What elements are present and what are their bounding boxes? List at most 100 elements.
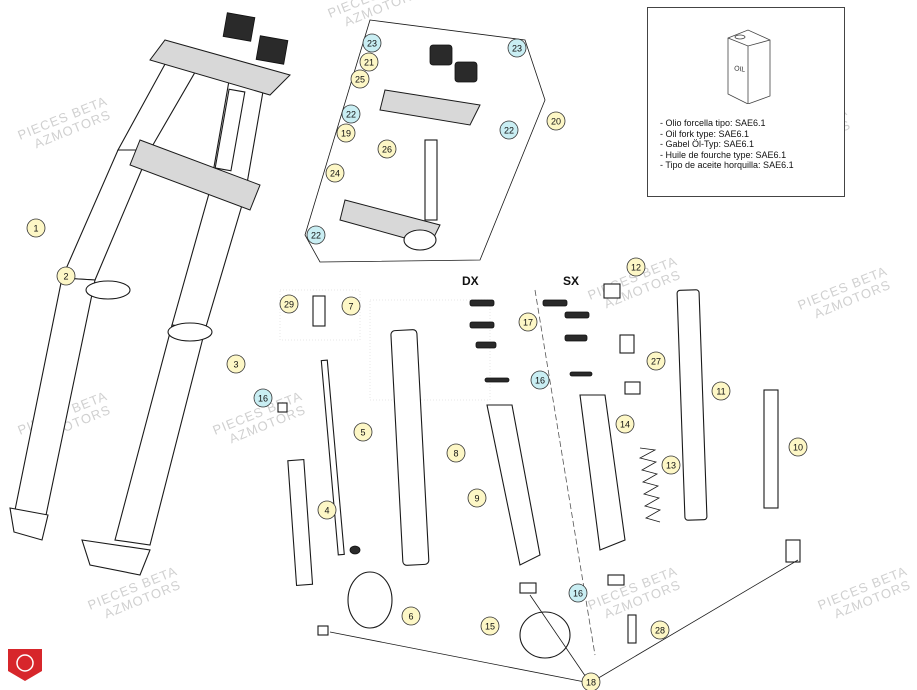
callout-10: 10 [788,437,808,457]
oil-can-icon [727,29,771,104]
callout-24: 24 [325,163,345,183]
callout-circle [306,225,326,245]
background-dotted-logo [279,289,491,401]
callout-9: 9 [467,488,487,508]
callout-circle [359,52,379,72]
callout-circle [350,69,370,89]
callout-circle [341,104,361,124]
callout-29: 29 [279,294,299,314]
callout-circle [226,354,246,374]
callout-16: 16 [530,370,550,390]
azmotors-logo [8,649,42,681]
callout-circle [353,422,373,442]
callout-17: 17 [518,312,538,332]
callout-23: 23 [362,33,382,53]
callout-21: 21 [359,52,379,72]
oil-spec-line: - Tipo de aceite horquilla: SAE6.1 [660,160,794,170]
callout-circle [377,139,397,159]
oil-can-label: OIL [733,65,746,74]
callout-circle [499,120,519,140]
callout-circle [626,257,646,277]
callout-number: 12 [631,263,641,273]
callout-28: 28 [650,620,670,640]
callout-number: 18 [586,678,596,688]
callout-12: 12 [626,257,646,277]
callout-14: 14 [615,414,635,434]
callout-number: 19 [341,129,351,139]
callout-20: 20 [546,111,566,131]
callout-number: 15 [485,622,495,632]
callout-circle [711,381,731,401]
callout-22: 22 [499,120,519,140]
callout-number: 14 [620,420,630,430]
callout-22: 22 [306,225,326,245]
callout-number: 16 [573,589,583,599]
callout-circle [530,370,550,390]
callout-27: 27 [646,351,666,371]
oil-spec-line: - Oil fork type: SAE6.1 [660,128,750,139]
callout-circle [446,443,466,463]
callout-18: 18 [581,672,601,690]
callout-8: 8 [446,443,466,463]
callout-6: 6 [401,606,421,626]
callout-number: 11 [716,387,725,397]
callout-number: 23 [512,44,522,54]
callout-number: 8 [453,449,458,459]
callout-number: 22 [504,126,514,136]
callout-16: 16 [253,388,273,408]
callout-7: 7 [341,296,361,316]
callout-circle [518,312,538,332]
callout-16: 16 [568,583,588,603]
callout-1: 1 [26,218,46,238]
callout-number: 28 [655,626,665,636]
callout-circle [26,218,46,238]
oil-spec-line: - Huile de fourche type: SAE6.1 [660,149,787,160]
callout-3: 3 [226,354,246,374]
callout-circle [325,163,345,183]
callout-number: 23 [367,39,377,49]
callout-4: 4 [317,500,337,520]
callout-number: 5 [360,428,365,438]
callout-circle [581,672,601,690]
callout-number: 16 [535,376,545,386]
callout-number: 6 [408,612,413,622]
callout-circle [279,294,299,314]
callout-23: 23 [507,38,527,58]
callout-number: 21 [364,58,374,68]
oil-specification-box: OIL - Olio forcella tipo: SAE6.1- Oil fo… [647,7,845,197]
callout-circle [646,351,666,371]
callout-15: 15 [480,616,500,636]
callout-number: 26 [382,145,392,155]
callout-13: 13 [661,455,681,475]
callout-circle [661,455,681,475]
callout-number: 27 [651,357,661,367]
callout-circle [362,33,382,53]
callout-number: 13 [666,461,676,471]
oil-spec-list: - Olio forcella tipo: SAE6.1- Oil fork t… [660,118,794,171]
callout-25: 25 [350,69,370,89]
oil-spec-line: - Gabel Öl-Typ: SAE6.1 [660,139,755,149]
callout-number: 16 [258,394,268,404]
callout-5: 5 [353,422,373,442]
callout-circle [788,437,808,457]
callout-number: 29 [284,300,294,310]
callout-number: 3 [233,360,238,370]
callout-11: 11 [711,381,731,401]
callout-circle [467,488,487,508]
callout-circle [480,616,500,636]
callout-number: 10 [793,443,803,453]
callout-circle [401,606,421,626]
callout-circle [546,111,566,131]
callout-circle [615,414,635,434]
callout-circle [317,500,337,520]
callout-26: 26 [377,139,397,159]
callout-number: 17 [523,318,533,328]
callout-circle [568,583,588,603]
callout-number: 22 [311,231,321,241]
callout-number: 4 [324,506,329,516]
callout-number: 22 [346,110,356,120]
callout-circle [650,620,670,640]
assembled-fork [9,12,291,576]
callout-19: 19 [336,123,356,143]
callout-number: 2 [63,272,68,282]
